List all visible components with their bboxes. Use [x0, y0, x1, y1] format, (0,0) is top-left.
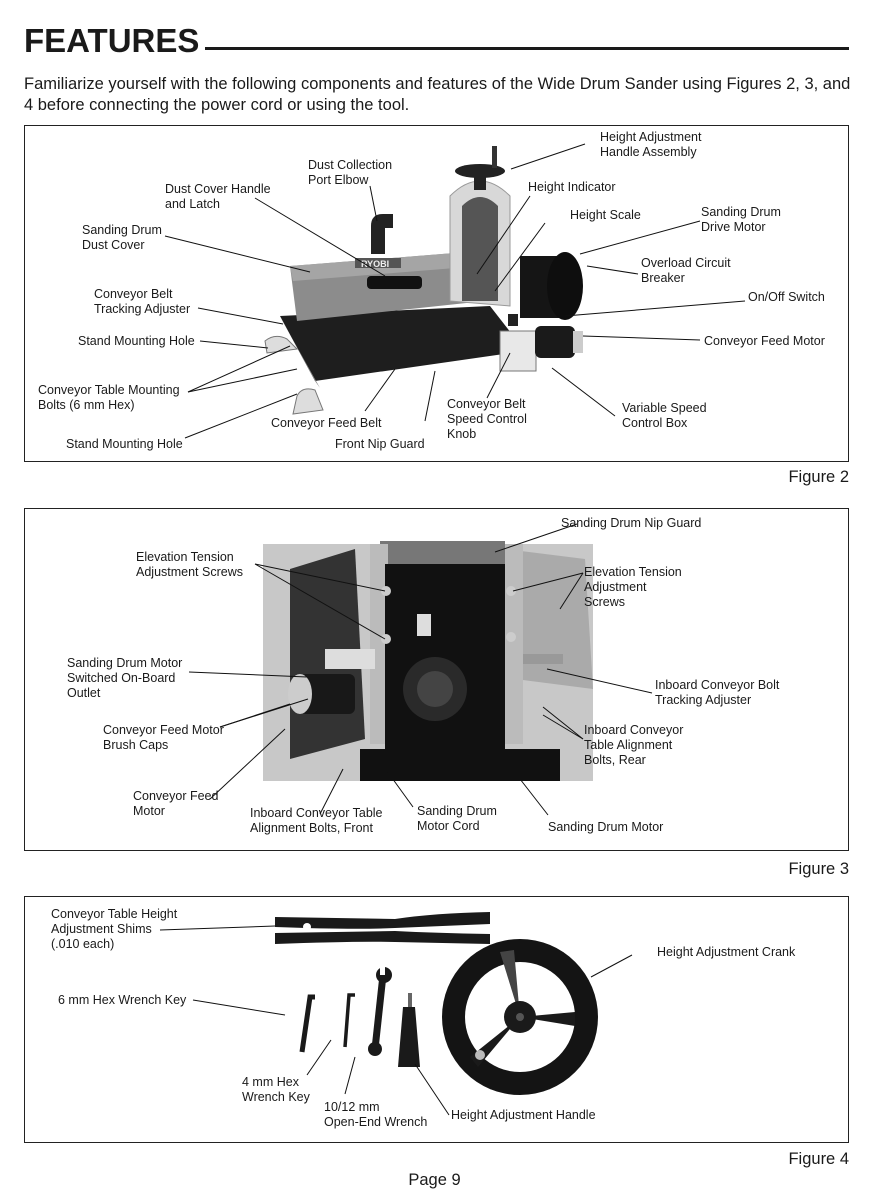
height-adjustment-handle-part	[398, 993, 420, 1067]
label-front-nip-guard: Front Nip Guard	[335, 437, 425, 451]
figure-3-illustration	[188, 523, 653, 816]
label-sanding-drum-motor-cord: Sanding Drum Motor Cord	[417, 804, 497, 833]
drum-sander-rear-view	[263, 541, 593, 781]
label-sanding-drum-nip-guard: Sanding Drum Nip Guard	[561, 516, 702, 530]
label-elevation-tension-screws-right: Elevation Tension Adjustment Screws	[584, 565, 682, 609]
figure-2: RYOBI	[24, 125, 849, 462]
label-inboard-conveyor-bolt-tracking-adjuster: Inboard Conveyor Bolt Tracking Adjuster	[655, 678, 780, 707]
label-variable-speed-control-box: Variable Speed Control Box	[622, 401, 707, 430]
open-end-wrench	[368, 967, 392, 1056]
label-sanding-drum-dust-cover: Sanding Drum Dust Cover	[82, 223, 162, 252]
label-conveyor-belt-tracking-adjuster: Conveyor Belt Tracking Adjuster	[94, 287, 191, 316]
label-conveyor-table-height-adjustment-shims: Conveyor Table Height Adjustment Shims (…	[51, 907, 178, 951]
page-title: FEATURES	[24, 22, 200, 59]
label-conveyor-feed-motor: Conveyor Feed Motor	[704, 334, 825, 348]
title-rule	[205, 47, 849, 50]
label-overload-circuit-breaker: Overload Circuit Breaker	[641, 256, 731, 285]
label-dust-collection-port-elbow: Dust Collection Port Elbow	[308, 158, 393, 187]
label-sanding-drum-drive-motor: Sanding Drum Drive Motor	[701, 205, 781, 234]
figure-2-leader-lines	[164, 143, 746, 439]
label-on-off-switch: On/Off Switch	[748, 290, 825, 304]
figure-3: Sanding Drum Nip Guard Elevation Tension…	[24, 508, 849, 851]
label-open-end-wrench: 10/12 mm Open-End Wrench	[324, 1100, 428, 1129]
figure-2-illustration: RYOBI	[164, 143, 746, 439]
label-sanding-drum-motor: Sanding Drum Motor	[548, 820, 664, 834]
label-height-adjustment-crank: Height Adjustment Crank	[657, 945, 796, 959]
label-conveyor-table-mounting-bolts: Conveyor Table Mounting Bolts (6 mm Hex)	[38, 383, 180, 412]
label-dust-cover-handle-latch: Dust Cover Handle and Latch	[165, 182, 271, 211]
label-switched-on-board-outlet: Sanding Drum Motor Switched On-Board Out…	[67, 656, 183, 700]
hex-wrench-6mm	[299, 994, 315, 1053]
label-height-scale: Height Scale	[570, 208, 641, 222]
label-stand-mounting-hole-top: Stand Mounting Hole	[78, 334, 195, 348]
figure-4-leader-lines	[159, 925, 633, 1116]
label-6mm-hex-wrench-key: 6 mm Hex Wrench Key	[58, 993, 187, 1007]
page-number: Page 9	[408, 1171, 461, 1189]
label-conveyor-belt-speed-control-knob: Conveyor Belt Speed Control Knob	[447, 397, 527, 441]
label-conveyor-feed-motor-brush-caps: Conveyor Feed Motor Brush Caps	[103, 723, 224, 752]
figure-3-caption: Figure 3	[788, 860, 849, 878]
label-conveyor-feed-motor: Conveyor Feed Motor	[133, 789, 219, 818]
shims	[275, 912, 490, 944]
label-height-adjustment-handle: Height Adjustment Handle	[451, 1108, 596, 1122]
drum-sander-machine: RYOBI	[264, 146, 583, 415]
label-conveyor-feed-belt: Conveyor Feed Belt	[271, 416, 382, 430]
figure-4: Conveyor Table Height Adjustment Shims (…	[24, 896, 849, 1143]
label-inboard-alignment-bolts-rear: Inboard Conveyor Table Alignment Bolts, …	[584, 723, 684, 767]
figure-3-leader-lines	[188, 523, 653, 816]
brand-logo: RYOBI	[361, 259, 389, 269]
figure-4-caption: Figure 4	[788, 1150, 849, 1168]
label-stand-mounting-hole-bottom: Stand Mounting Hole	[66, 437, 183, 451]
height-adjustment-crank-part	[442, 939, 598, 1095]
label-4mm-hex-wrench-key: 4 mm Hex Wrench Key	[242, 1075, 310, 1104]
label-inboard-alignment-bolts-front: Inboard Conveyor Table Alignment Bolts, …	[250, 806, 383, 835]
intro-paragraph: Familiarize yourself with the following …	[24, 75, 851, 114]
figure-2-caption: Figure 2	[788, 468, 849, 486]
label-elevation-tension-screws-left: Elevation Tension Adjustment Screws	[136, 550, 243, 579]
figure-4-illustration	[159, 912, 633, 1116]
hex-wrench-4mm	[343, 993, 355, 1048]
label-height-adjustment-handle-assembly: Height Adjustment Handle Assembly	[600, 130, 702, 159]
label-height-indicator: Height Indicator	[528, 180, 616, 194]
